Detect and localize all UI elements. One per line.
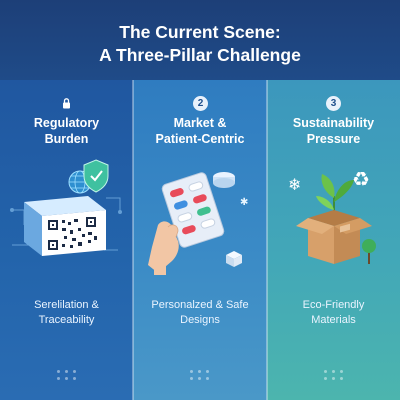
column-divider	[266, 80, 268, 400]
pillar-1-subtitle: Serelilation & Traceability	[0, 298, 133, 328]
pillar-2-title: Market & Patient-Centric	[133, 115, 267, 147]
pillar-2-title-line-1: Market &	[173, 116, 227, 130]
header-band	[0, 0, 400, 80]
column-divider	[132, 80, 134, 400]
box-with-plant-recycle-illustration: ❄ ♻	[282, 162, 390, 274]
pillar-2-badge: 2	[193, 96, 208, 111]
pillar-3-title-line-2: Pressure	[306, 132, 361, 146]
pillar-3-title-line-1: Sustainability	[292, 116, 375, 130]
pill-icon	[170, 181, 216, 235]
pillar-1-title: Regulatory Burden	[0, 115, 133, 147]
pillar-1-subtitle-line-2: Traceability	[38, 314, 95, 326]
pillar-2-subtitle: Personalzed & Safe Designs	[133, 298, 267, 328]
page-title: The Current Scene: A Three-Pillar Challe…	[0, 21, 400, 67]
pillar-1-subtitle-line-1: Serelilation &	[34, 299, 99, 311]
snowflake-icon: ❄	[288, 175, 301, 194]
pillar-3-badge: 3	[326, 96, 341, 111]
pillar-2-subtitle-line-2: Designs	[180, 314, 220, 326]
hand-holding-blister-pack-illustration: ✱	[148, 155, 258, 275]
cube-icon	[226, 251, 242, 267]
tree-icon	[362, 239, 376, 264]
title-line-1: The Current Scene:	[119, 22, 281, 42]
dot-grid-decoration	[55, 370, 81, 382]
recycle-icon: ♻	[352, 167, 370, 191]
lock-icon	[63, 98, 70, 109]
pillar-2-title-line-2: Patient-Centric	[155, 132, 245, 146]
hand-icon	[148, 221, 179, 275]
pillar-1-badge	[59, 96, 74, 111]
pillar-3-subtitle-line-1: Eco-Friendly	[302, 299, 365, 311]
qr-code-shield-globe-illustration	[10, 150, 125, 275]
pillar-3-subtitle: Eco-Friendly Materials	[267, 298, 400, 328]
box-icon	[296, 210, 372, 264]
pillar-1-title-line-1: Regulatory	[33, 116, 100, 130]
pillar-2-subtitle-line-1: Personalzed & Safe	[151, 299, 249, 311]
pill-cap-icon	[213, 172, 235, 188]
qr-code-icon	[48, 217, 97, 250]
pillar-3-title: Sustainability Pressure	[267, 115, 400, 147]
title-line-2: A Three-Pillar Challenge	[99, 45, 301, 65]
dot-grid-decoration	[188, 370, 214, 382]
pillar-3-subtitle-line-2: Materials	[311, 314, 356, 326]
shield-icon	[83, 159, 109, 193]
snowflake-icon: ✱	[240, 197, 248, 208]
dot-grid-decoration	[322, 370, 348, 382]
pillar-1-title-line-2: Burden	[44, 132, 89, 146]
